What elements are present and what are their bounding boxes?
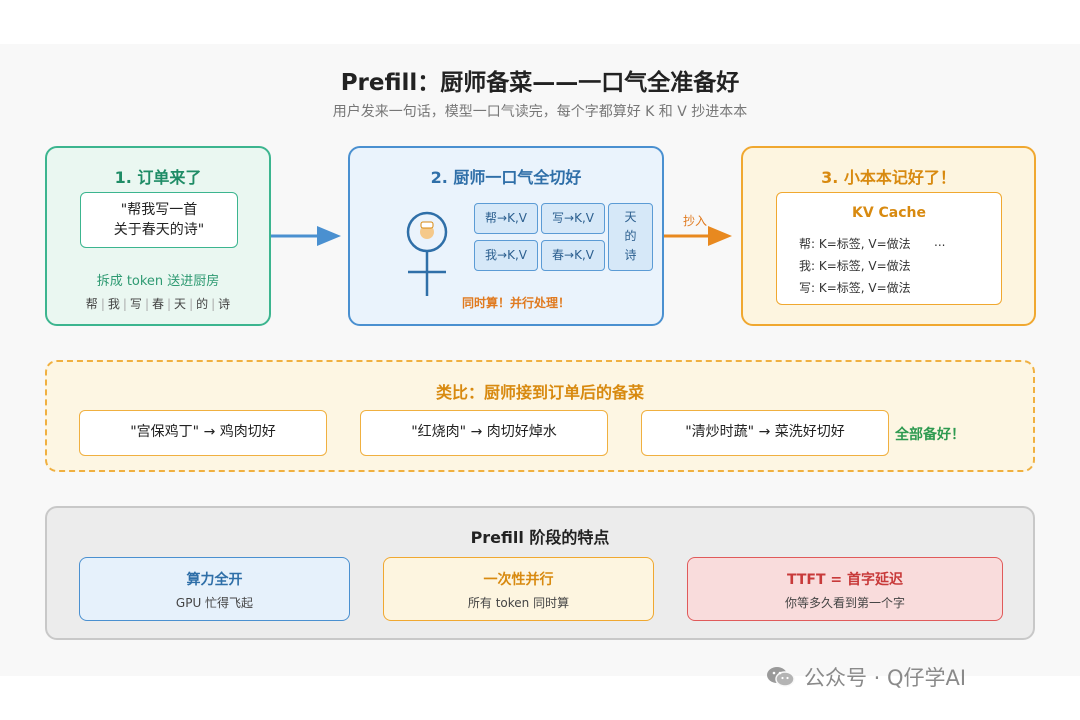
kv-cell-tall: 天 的 诗 bbox=[608, 203, 653, 271]
kv-tall-char: 诗 bbox=[624, 248, 637, 262]
all-ready-label: 全部备好！ bbox=[895, 427, 965, 443]
kv-cache-line: 我: K=标签, V=做法 bbox=[799, 259, 911, 273]
feature-subtitle: 所有 token 同时算 bbox=[467, 596, 570, 610]
dish-card: "宫保鸡丁" → 鸡肉切好 bbox=[79, 410, 327, 456]
order-card: "帮我写一首 关于春天的诗" bbox=[80, 192, 238, 248]
page-subtitle: 用户发来一句话，模型一口气读完，每个字都算好 K 和 V 抄进本本 bbox=[332, 104, 748, 120]
analogy-box: 类比：厨师接到订单后的备菜 "宫保鸡丁" → 鸡肉切好 "红烧肉" → 肉切好焯… bbox=[45, 360, 1035, 472]
kv-cell: 春→K,V bbox=[541, 240, 605, 271]
arrow-step1-to-step2 bbox=[271, 226, 341, 246]
step1-order-box: 1. 订单来了 "帮我写一首 关于春天的诗" 拆成 token 送进厨房 帮|我… bbox=[45, 146, 271, 326]
dish-card: "红烧肉" → 肉切好焯水 bbox=[360, 410, 608, 456]
step2-chef-box: 2. 厨师一口气全切好 帮→K,V 写→K,V 我→K,V 春→K,V 天 的 … bbox=[348, 146, 664, 326]
token: 帮 bbox=[85, 297, 98, 311]
order-line-2: 关于春天的诗" bbox=[113, 222, 205, 238]
kv-cache-card: KV Cache 帮: K=标签, V=做法 ... 我: K=标签, V=做法… bbox=[776, 192, 1002, 305]
watermark: 公众号 · Q仔学AI bbox=[766, 662, 966, 692]
watermark-text: 公众号 · Q仔学AI bbox=[804, 666, 967, 690]
token: 写 bbox=[129, 297, 142, 311]
dish-card: "清炒时蔬" → 菜洗好切好 bbox=[641, 410, 889, 456]
feature-card-compute: 算力全开 GPU 忙得飞起 bbox=[79, 557, 350, 621]
wechat-icon bbox=[767, 667, 795, 687]
chef-icon bbox=[406, 211, 448, 296]
feature-title: 算力全开 bbox=[186, 572, 243, 588]
token-list: 帮|我|写|春|天|的|诗 bbox=[85, 297, 231, 311]
kv-cache-line: 写: K=标签, V=做法 bbox=[799, 281, 911, 295]
kv-tall-char: 的 bbox=[624, 229, 637, 243]
token: 的 bbox=[196, 297, 209, 311]
kv-cell: 写→K,V bbox=[541, 203, 605, 234]
token: 我 bbox=[107, 297, 120, 311]
kv-cell: 帮→K,V bbox=[474, 203, 538, 234]
parallel-label: 同时算！并行处理！ bbox=[461, 296, 570, 310]
step3-kvcache-box: 3. 小本本记好了！ KV Cache 帮: K=标签, V=做法 ... 我:… bbox=[741, 146, 1036, 326]
token: 诗 bbox=[218, 297, 231, 311]
order-line-1: "帮我写一首 bbox=[120, 202, 198, 218]
arrow-step2-to-step3 bbox=[664, 226, 732, 246]
copy-label: 抄入 bbox=[683, 214, 708, 228]
kv-cache-line: 帮: K=标签, V=做法 bbox=[799, 237, 911, 251]
kv-cache-ellipsis: ... bbox=[934, 235, 946, 249]
split-label: 拆成 token 送进厨房 bbox=[96, 274, 220, 289]
analogy-title: 类比：厨师接到订单后的备菜 bbox=[435, 383, 644, 402]
feature-subtitle: 你等多久看到第一个字 bbox=[784, 596, 905, 610]
feature-title: 一次性并行 bbox=[483, 572, 554, 588]
step1-title: 1. 订单来了 bbox=[114, 168, 202, 187]
features-title: Prefill 阶段的特点 bbox=[470, 528, 610, 547]
page-title: Prefill：厨师备菜——一口气全准备好 bbox=[340, 70, 740, 96]
step3-title: 3. 小本本记好了！ bbox=[821, 168, 956, 187]
kv-cache-title: KV Cache bbox=[851, 205, 927, 221]
feature-card-ttft: TTFT = 首字延迟 你等多久看到第一个字 bbox=[687, 557, 1003, 621]
token: 春 bbox=[151, 297, 164, 311]
kv-tall-char: 天 bbox=[624, 210, 637, 224]
feature-title: TTFT = 首字延迟 bbox=[786, 572, 903, 588]
features-box: Prefill 阶段的特点 算力全开 GPU 忙得飞起 一次性并行 所有 tok… bbox=[45, 506, 1035, 640]
feature-subtitle: GPU 忙得飞起 bbox=[175, 596, 254, 610]
step2-title: 2. 厨师一口气全切好 bbox=[430, 168, 582, 187]
kv-cell: 我→K,V bbox=[474, 240, 538, 271]
token: 天 bbox=[174, 297, 187, 311]
feature-card-parallel: 一次性并行 所有 token 同时算 bbox=[383, 557, 654, 621]
